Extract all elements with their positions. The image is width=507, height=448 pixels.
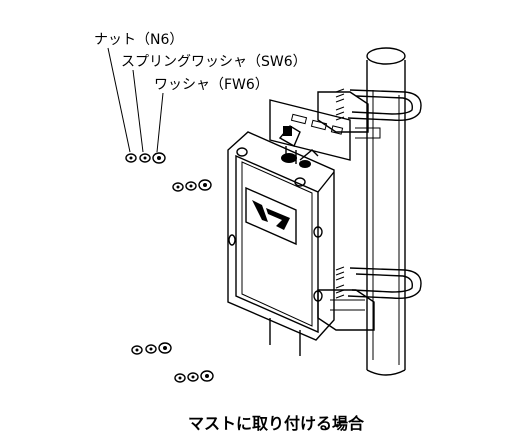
washer-icon	[152, 152, 166, 164]
label-nut: ナット（N6）	[94, 32, 183, 48]
label-spring-washer: スプリングワッシャ（SW6）	[121, 54, 307, 70]
mast-pipe	[366, 47, 406, 376]
spring-washer-icon	[139, 153, 151, 163]
hardware-set-3	[131, 342, 172, 355]
leader-spring-washer	[132, 69, 144, 153]
label-washer: ワッシャ（FW6）	[154, 77, 269, 93]
amplifier-enclosure	[227, 131, 335, 341]
hardware-set-4	[174, 370, 214, 383]
upper-u-bolt	[335, 88, 422, 122]
leader-nut	[107, 47, 131, 153]
brand-logo-mark-icon	[245, 186, 297, 246]
leader-lines	[107, 47, 164, 153]
lower-bracket	[317, 289, 375, 331]
mount-ear-mid-right	[313, 226, 323, 238]
hardware-set-2	[172, 179, 212, 192]
mount-ear-low-right	[313, 290, 323, 302]
lower-u-bolt	[335, 266, 422, 300]
top-connectors	[278, 125, 319, 168]
upper-bracket	[269, 91, 381, 161]
nut-icon	[125, 153, 137, 163]
mount-ear-top-right	[294, 177, 306, 187]
leader-washer	[156, 92, 164, 153]
bottom-leads	[269, 318, 301, 356]
hardware-set-1	[125, 152, 166, 164]
mount-ear-top-left	[236, 147, 248, 157]
figure-caption: マストに取り付ける場合	[188, 414, 365, 433]
